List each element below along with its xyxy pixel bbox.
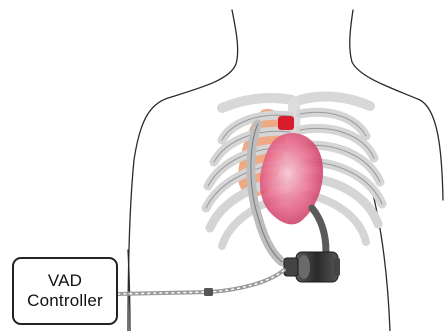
driveline-cable <box>118 270 284 294</box>
vad-controller-box: VAD Controller <box>12 257 118 325</box>
vad-pump <box>284 252 340 282</box>
aorta <box>278 116 294 130</box>
controller-label-line1: VAD <box>48 271 82 291</box>
inflow-cannula <box>312 208 326 252</box>
controller-label-line2: Controller <box>27 291 103 311</box>
clavicle-left <box>222 98 292 108</box>
cable-connector <box>204 288 213 296</box>
clavicle-right <box>300 97 370 106</box>
